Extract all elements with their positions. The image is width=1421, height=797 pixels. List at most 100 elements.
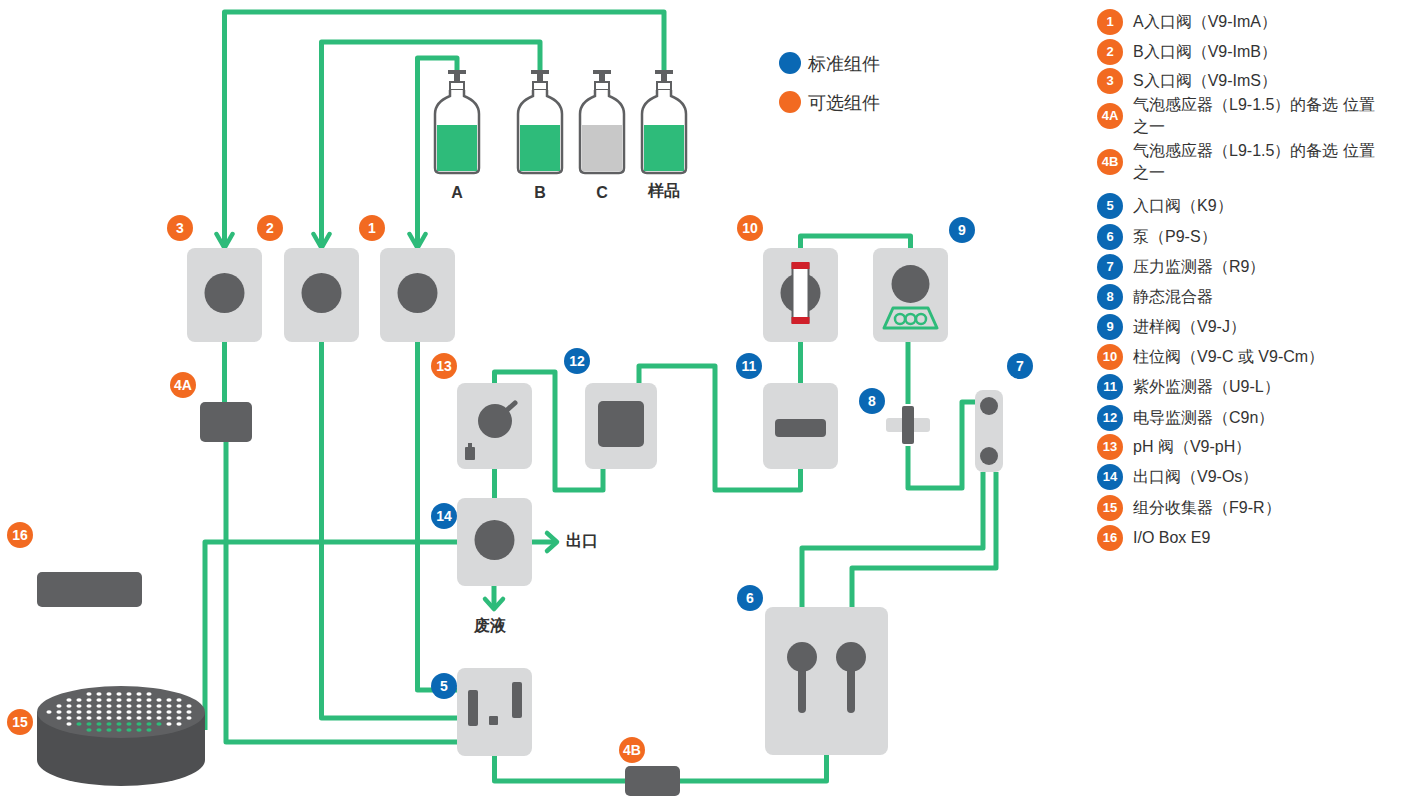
tube-hole xyxy=(106,710,111,713)
part-name: S入口阀（V9-ImS） xyxy=(1133,70,1378,92)
tube-hole xyxy=(106,698,111,701)
component-icon xyxy=(886,404,930,446)
flow-line xyxy=(418,342,458,690)
tube-hole xyxy=(156,704,161,707)
flow-line xyxy=(226,442,457,742)
tube-hole xyxy=(46,710,51,713)
bottle-cap-stem xyxy=(454,74,460,82)
port-bar xyxy=(512,682,522,718)
tube-hole xyxy=(146,722,151,725)
tube-hole xyxy=(116,704,121,707)
reagent-bottle: 样品 xyxy=(638,70,690,202)
tube-hole xyxy=(136,722,141,725)
tube-hole xyxy=(116,710,121,713)
flow-path xyxy=(322,342,458,718)
ph-electrode xyxy=(465,447,475,460)
tube-hole xyxy=(86,722,91,725)
tube-hole xyxy=(76,716,81,719)
part-name: 气泡感应器（L9-1.5）的备选 位置之一 xyxy=(1133,140,1378,184)
legend-swatch xyxy=(779,52,801,74)
flow-line xyxy=(224,342,225,402)
part-name: 入口阀（K9） xyxy=(1133,195,1378,217)
column-valve: 10 xyxy=(763,248,838,342)
tube-hole xyxy=(106,716,111,719)
flow-path xyxy=(418,342,458,690)
loop-coil xyxy=(906,314,916,324)
bottle-liquid xyxy=(520,125,560,171)
bottle-liquid xyxy=(644,125,684,171)
tube-hole xyxy=(166,698,171,701)
component-icon xyxy=(585,383,657,469)
tube-hole xyxy=(146,728,151,731)
tube-hole xyxy=(156,698,161,701)
tube-hole xyxy=(136,704,141,707)
component-icon xyxy=(457,383,532,469)
callout-number: 11 xyxy=(736,353,762,379)
flow-line xyxy=(908,402,975,488)
tube-hole xyxy=(136,710,141,713)
bottle-cap xyxy=(448,70,466,74)
component-icon xyxy=(975,390,1003,472)
part-name: 出口阀（V9-Os） xyxy=(1133,466,1378,488)
valve-module: 2 xyxy=(284,248,359,342)
outlet-label: 出口 xyxy=(566,531,598,552)
component-icon xyxy=(380,248,455,342)
tube-hole xyxy=(126,698,131,701)
column-cap xyxy=(792,317,810,324)
component-icon xyxy=(457,668,532,756)
callout-number: 5 xyxy=(1097,193,1123,219)
tube-hole xyxy=(146,716,151,719)
valve-disc xyxy=(892,265,930,303)
callout-number: 14 xyxy=(1097,464,1123,490)
tube-hole xyxy=(126,728,131,731)
injection-valve: 9 xyxy=(873,248,948,342)
tube-hole xyxy=(176,716,181,719)
part-name: 压力监测器（R9） xyxy=(1133,256,1378,278)
part-name: 电导监测器（C9n） xyxy=(1133,407,1378,429)
bottle-body xyxy=(580,90,624,173)
part-name: 泵（P9-S） xyxy=(1133,226,1378,248)
bottle-label: B xyxy=(504,184,576,202)
tube-hole xyxy=(176,722,181,725)
bottle-cap-stem xyxy=(537,74,543,82)
callout-number: 14 xyxy=(431,503,457,529)
tube-hole xyxy=(66,698,71,701)
loop-coil xyxy=(895,314,905,324)
column-cap xyxy=(792,262,810,269)
callout-number: 4B xyxy=(619,737,645,763)
flow-line xyxy=(908,342,909,404)
part-name: pH 阀（V9-pH） xyxy=(1133,436,1378,458)
flow-line xyxy=(494,469,495,498)
port-bar xyxy=(468,690,478,726)
tube-hole xyxy=(96,722,101,725)
callout-number: 16 xyxy=(1097,525,1123,551)
bottle-body xyxy=(435,90,479,173)
flow-path xyxy=(906,342,911,404)
tube-hole xyxy=(96,692,101,695)
flow-path xyxy=(222,342,227,402)
bottle-label: C xyxy=(566,184,638,202)
tube-hole xyxy=(86,716,91,719)
tube-hole xyxy=(76,698,81,701)
valve-disc xyxy=(398,273,438,313)
component-icon xyxy=(873,248,948,342)
reagent-bottle: B xyxy=(514,70,566,202)
part-name: I/O Box E9 xyxy=(1133,527,1378,549)
callout-number: 6 xyxy=(1097,224,1123,250)
tube-hole xyxy=(116,698,121,701)
column-body xyxy=(793,264,809,322)
flow-line xyxy=(800,342,801,383)
tube-hole xyxy=(96,716,101,719)
callout-number: 6 xyxy=(737,585,763,611)
waste-arrowhead xyxy=(485,599,503,609)
flow-path xyxy=(798,342,803,383)
part-name: B入口阀（V9-ImB） xyxy=(1133,41,1378,63)
loop-coil xyxy=(916,314,926,324)
flow-path xyxy=(801,236,911,248)
outlet-arrowhead xyxy=(547,533,557,551)
flow-path xyxy=(908,402,975,488)
tube-hole xyxy=(126,704,131,707)
static-mixer: 8 xyxy=(886,404,930,446)
